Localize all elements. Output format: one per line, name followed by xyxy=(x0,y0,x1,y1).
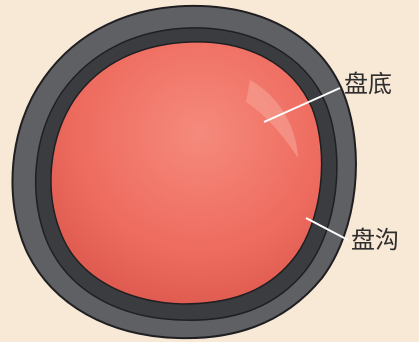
cup-base-disc xyxy=(51,42,322,304)
label-groove: 盘沟 xyxy=(351,228,399,252)
label-base: 盘底 xyxy=(344,72,392,96)
